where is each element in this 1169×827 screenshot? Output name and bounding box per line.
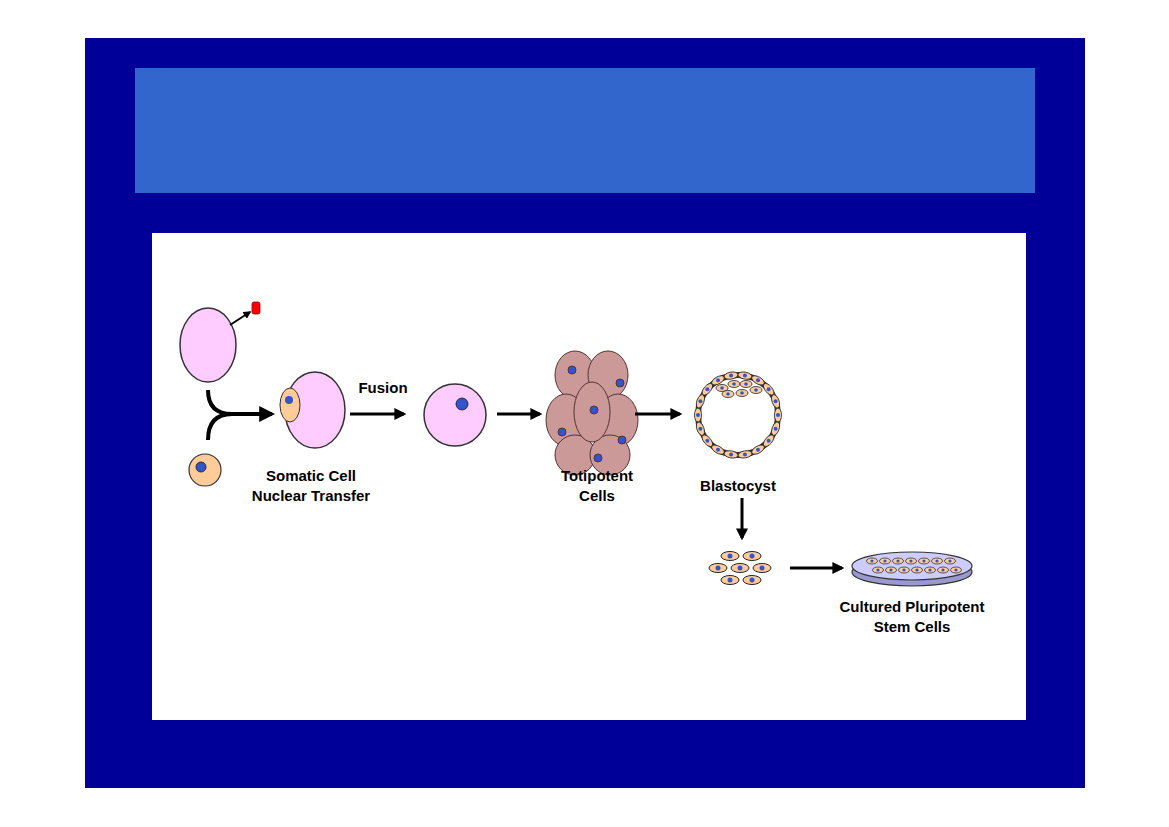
somatic-cell bbox=[280, 388, 300, 422]
arrow bbox=[741, 498, 744, 538]
merge-bracket bbox=[208, 390, 232, 440]
nucleus bbox=[456, 398, 468, 410]
isolated-cells bbox=[709, 552, 771, 585]
morula bbox=[546, 351, 638, 475]
arrow bbox=[790, 567, 842, 570]
egg-cell bbox=[180, 308, 236, 382]
nucleus bbox=[285, 396, 293, 404]
blastocyst-wall bbox=[698, 375, 778, 455]
title-bar bbox=[135, 68, 1035, 193]
cultured-cells bbox=[867, 558, 962, 573]
stage-label: Cultured Pluripotent Stem Cells bbox=[827, 597, 997, 637]
step-label: Fusion bbox=[345, 378, 421, 398]
slide-background bbox=[85, 38, 1085, 788]
stage-label: Totipotent Cells bbox=[552, 466, 642, 506]
arrow bbox=[350, 413, 404, 416]
fused-egg bbox=[424, 384, 486, 446]
somatic-cell bbox=[189, 454, 221, 486]
stage-label: Blastocyst bbox=[678, 476, 798, 496]
arrow bbox=[497, 413, 540, 416]
nucleus bbox=[196, 462, 206, 472]
content-panel bbox=[152, 233, 1026, 720]
blastocyst-cells bbox=[695, 371, 782, 459]
removed-nucleus bbox=[252, 302, 260, 314]
arrow bbox=[230, 312, 250, 325]
culture-dish bbox=[852, 552, 972, 580]
arrow bbox=[635, 413, 680, 416]
arrow bbox=[230, 412, 272, 416]
stage-label: Somatic Cell Nuclear Transfer bbox=[241, 466, 381, 506]
